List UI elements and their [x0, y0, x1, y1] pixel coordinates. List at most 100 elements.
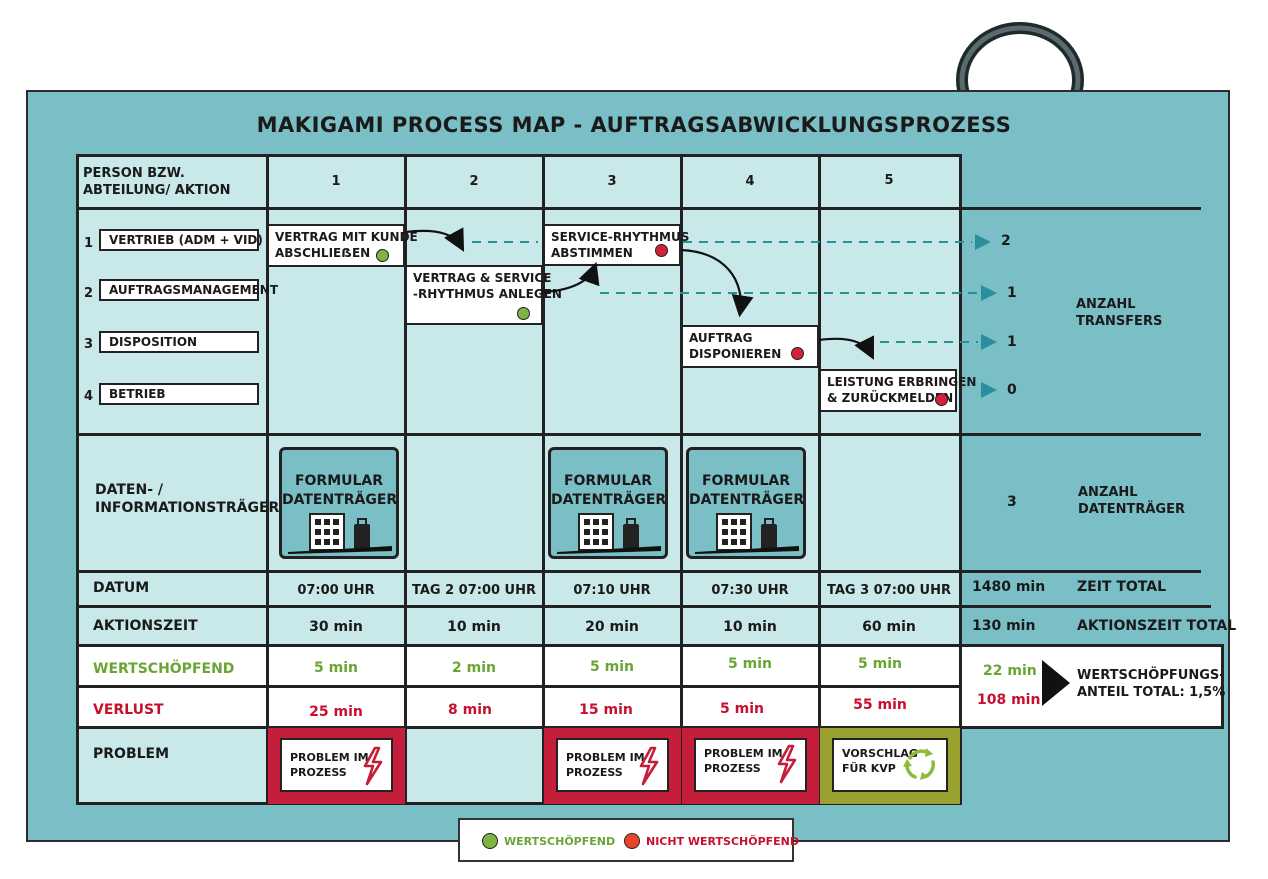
legend-green-label: WERTSCHÖPFEND [504, 835, 616, 848]
aktionszeit-total-value: 130 min [972, 618, 1036, 634]
zeit-total-value: 1480 min [972, 579, 1046, 595]
problem-card-1: PROBLEM IM PROZESS [268, 728, 405, 804]
problem-card-4: PROBLEM IM PROZESS [682, 728, 819, 804]
verlust-total: 108 min [977, 692, 1041, 708]
transfers-label-line2: TRANSFERS [1076, 314, 1163, 329]
datum-label: DATUM [93, 580, 150, 596]
data-carrier-count-label-line2: DATENTRÄGER [1078, 502, 1185, 517]
problem-card-line1: PROBLEM IM [290, 751, 369, 764]
data-carrier-count-label-line1: ANZAHL [1078, 485, 1138, 500]
wertschoepfend-step-1: 5 min [314, 660, 358, 676]
wertschoepfend-step-3: 5 min [590, 659, 634, 675]
problem-label: PROBLEM [93, 746, 170, 762]
problem-card-line1: PROBLEM IM [566, 751, 645, 764]
building-icon [557, 513, 661, 554]
value-adding-dot [517, 307, 530, 320]
department-label-betrieb: BETRIEB [99, 383, 259, 405]
lightning-icon [639, 746, 659, 786]
datum-step-2: TAG 2 07:00 UHR [411, 583, 537, 598]
problem-card-line2: PROZESS [704, 762, 761, 775]
action-3-line1: SERVICE-RHYTHMUS [551, 230, 690, 244]
non-value-adding-dot [935, 393, 948, 406]
page-title: MAKIGAMI PROCESS MAP - AUFTRAGSABWICKLUN… [256, 113, 1012, 137]
building-icon [695, 513, 799, 554]
action-box-4: AUFTRAG DISPONIEREN [681, 325, 819, 368]
non-value-adding-dot [791, 347, 804, 360]
transfer-count-2: 1 [1007, 285, 1017, 301]
problem-card-line1: PROBLEM IM [704, 747, 783, 760]
legend-green-dot [482, 833, 498, 849]
action-5-line1: LEISTUNG ERBRINGEN [827, 375, 977, 389]
problem-card-line2: PROZESS [290, 766, 347, 779]
header-first-col: PERSON BZW. ABTEILUNG/ AKTION [83, 166, 231, 198]
data-carrier-row-label-line1: DATEN- / [95, 482, 163, 498]
wertschoepfend-step-4: 5 min [728, 656, 772, 672]
card-line1: FORMULAR [294, 473, 384, 489]
action-2-line1: VERTRAG & SERVICE [413, 271, 552, 285]
transfers-label-line1: ANZAHL [1076, 297, 1136, 312]
card-line1: FORMULAR [701, 473, 791, 489]
department-num-1: 1 [84, 236, 94, 251]
step-3-header: 3 [607, 174, 617, 189]
lightning-icon [363, 746, 383, 786]
datum-step-4: 07:30 UHR [711, 583, 789, 598]
step-4-header: 4 [745, 174, 755, 189]
action-box-2: VERTRAG & SERVICE -RHYTHMUS ANLEGEN [405, 265, 562, 325]
wertschoepfend-label: WERTSCHÖPFEND [93, 661, 235, 677]
department-num-4: 4 [84, 389, 94, 404]
kvp-card: VORSCHLAG FÜR KVP [820, 728, 960, 804]
department-num-2: 2 [84, 286, 94, 301]
action-box-1: VERTRAG MIT KUNDE ABSCHLIEẞEN [267, 224, 418, 267]
aktionszeit-total-label: AKTIONSZEIT TOTAL [1077, 618, 1237, 634]
action-1-line2: ABSCHLIEẞEN [275, 246, 371, 260]
triangle-arrow-icon [1042, 660, 1070, 706]
verlust-step-5: 55 min [853, 697, 907, 713]
department-label-vertrieb: VERTRIEB (ADM + VID) [99, 229, 263, 251]
card-line2: DATENTRÄGER [689, 492, 805, 508]
anteil-label: WERTSCHÖPFUNGS- ANTEIL TOTAL: 1,5% [1077, 667, 1225, 701]
verlust-label: VERLUST [93, 702, 164, 718]
aktionszeit-step-2: 10 min [447, 619, 501, 635]
verlust-step-1: 25 min [309, 704, 363, 720]
verlust-step-2: 8 min [448, 702, 492, 718]
card-line1: FORMULAR [563, 473, 653, 489]
action-4-line2: DISPONIEREN [689, 347, 782, 361]
department-label-auftragsmanagement: AUFTRAGSMANAGEMENT [99, 279, 278, 301]
aktionszeit-label: AKTIONSZEIT [93, 618, 198, 634]
anteil-label-line2: ANTEIL TOTAL: 1,5% [1077, 685, 1226, 700]
wertschoepfend-step-2: 2 min [452, 660, 496, 676]
datum-step-1: 07:00 UHR [297, 583, 375, 598]
action-2-line2: -RHYTHMUS ANLEGEN [413, 287, 562, 301]
aktionszeit-step-5: 60 min [862, 619, 916, 635]
non-value-adding-dot [655, 244, 668, 257]
kvp-card-line2: FÜR KVP [842, 762, 896, 775]
verlust-step-3: 15 min [579, 702, 633, 718]
data-carrier-count-label: ANZAHL DATENTRÄGER [1078, 484, 1185, 518]
legend-red-dot [624, 833, 640, 849]
data-carrier-row-label-line2: INFORMATIONSTRÄGER [95, 500, 280, 516]
kvp-card-line1: VORSCHLAG [842, 747, 918, 760]
value-adding-dot [376, 249, 389, 262]
transfers-label: ANZAHL TRANSFERS [1076, 296, 1162, 330]
data-carrier-card-4: FORMULAR DATENTRÄGER [686, 447, 806, 559]
zeit-total-label: ZEIT TOTAL [1077, 579, 1167, 595]
building-icon [288, 513, 392, 554]
aktionszeit-step-4: 10 min [723, 619, 777, 635]
transfer-count-1: 2 [1001, 233, 1011, 249]
action-5-line2: & ZURÜCKMELDEN [827, 391, 954, 405]
step-2-header: 2 [469, 174, 479, 189]
action-box-3: SERVICE-RHYTHMUS ABSTIMMEN [543, 224, 690, 266]
wertschoepfend-step-5: 5 min [858, 656, 902, 672]
step-5-header: 5 [884, 173, 894, 188]
anteil-label-line1: WERTSCHÖPFUNGS- [1077, 668, 1225, 683]
data-carrier-row-label: DATEN- / INFORMATIONSTRÄGER [95, 481, 279, 517]
action-3-line2: ABSTIMMEN [551, 246, 633, 260]
legend-red-label: NICHT WERTSCHÖPFEND [646, 835, 800, 848]
step-1-header: 1 [331, 174, 341, 189]
action-1-line1: VERTRAG MIT KUNDE [275, 230, 418, 244]
aktionszeit-step-1: 30 min [309, 619, 363, 635]
